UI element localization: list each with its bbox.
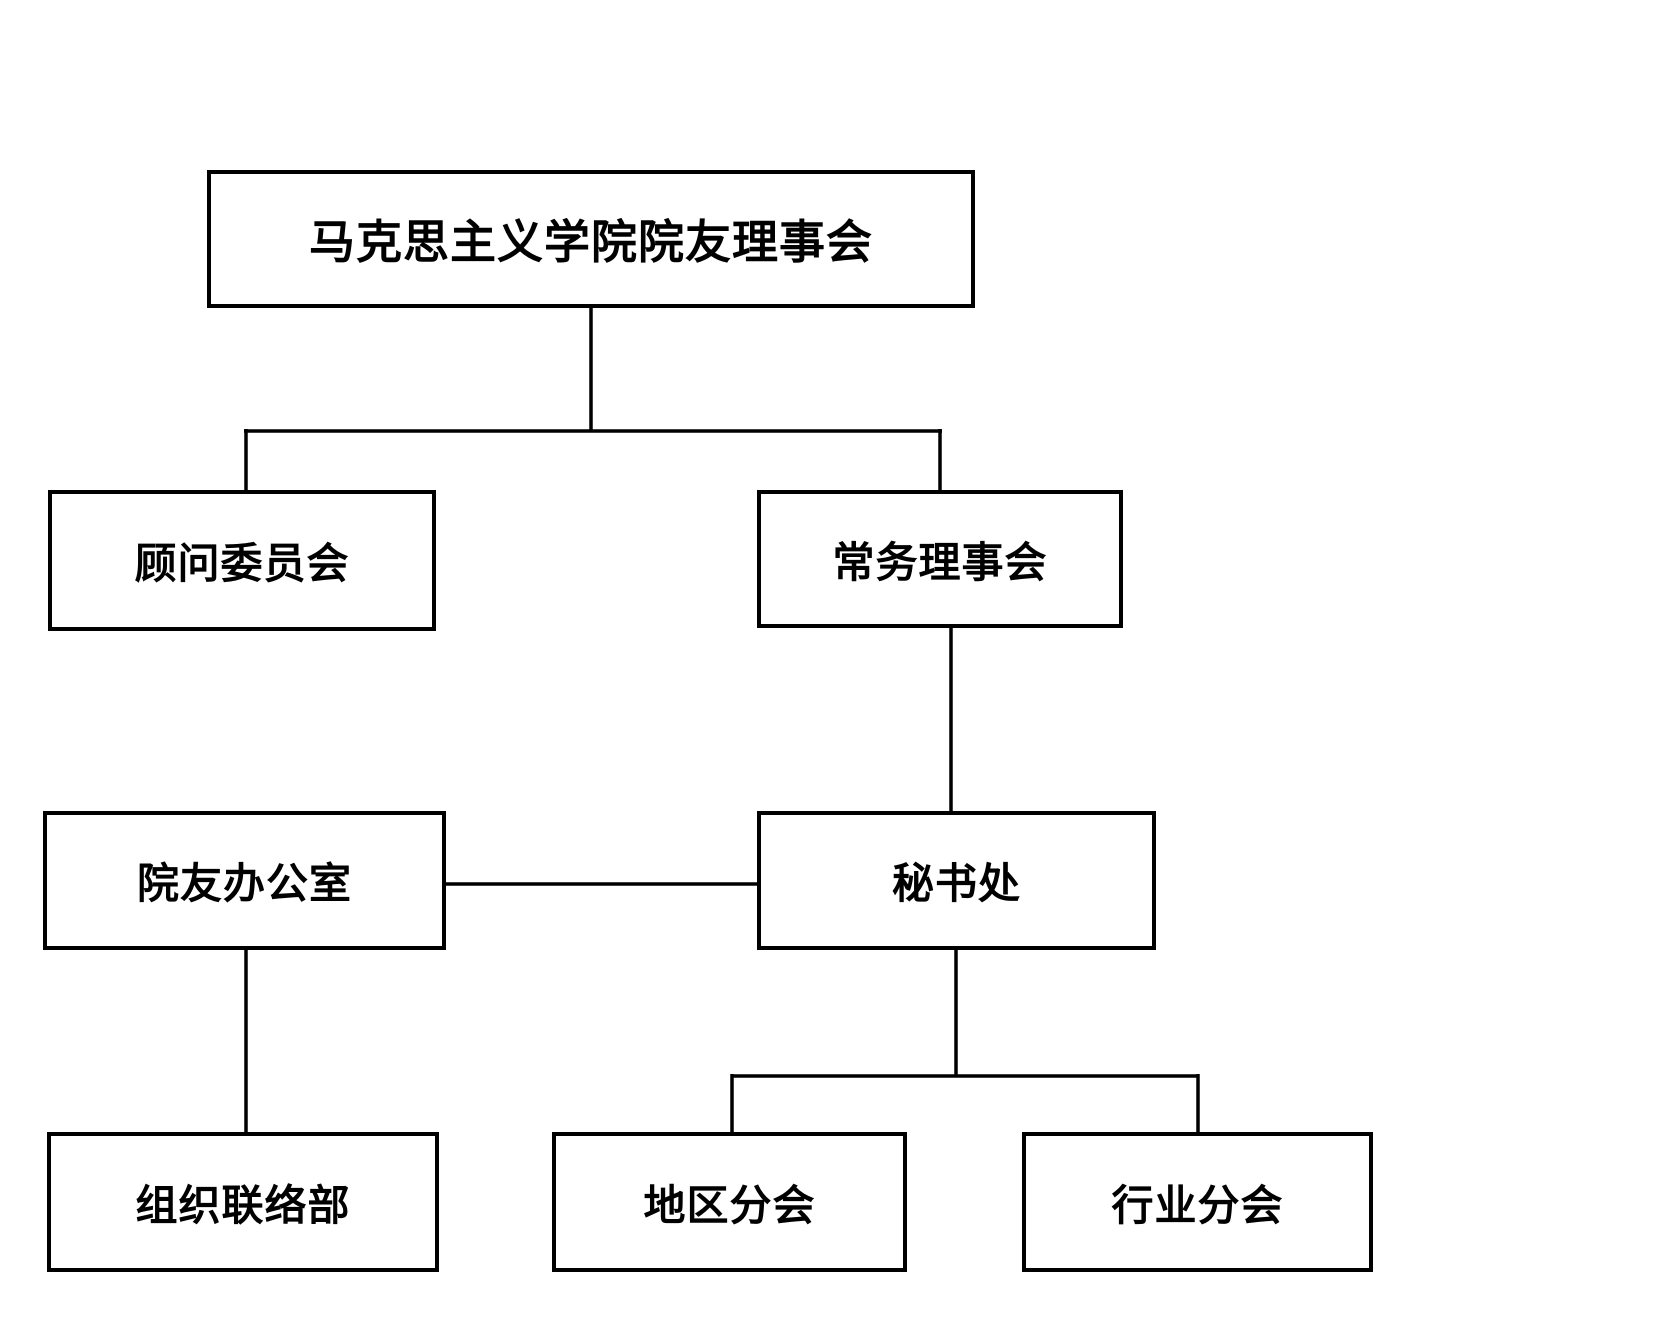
org-node-industry-branch: 行业分会 (1022, 1132, 1373, 1272)
org-node-standing-council-label: 常务理事会 (832, 537, 1048, 587)
org-node-organization-liaison: 组织联络部 (47, 1132, 439, 1272)
org-node-advisory-committee-label: 顾问委员会 (134, 539, 350, 588)
org-node-alumni-office-label: 院友办公室 (136, 859, 352, 908)
org-node-alumni-office: 院友办公室 (43, 811, 446, 950)
org-node-organization-liaison-label: 组织联络部 (135, 1180, 351, 1230)
org-node-secretariat: 秘书处 (757, 811, 1156, 950)
org-node-council-label: 马克思主义学院院友理事会 (309, 215, 873, 269)
org-node-council: 马克思主义学院院友理事会 (207, 170, 975, 308)
org-node-standing-council: 常务理事会 (757, 490, 1123, 628)
org-node-secretariat-label: 秘书处 (891, 859, 1021, 908)
org-node-regional-branch: 地区分会 (552, 1132, 907, 1272)
org-node-advisory-committee: 顾问委员会 (48, 490, 436, 631)
org-node-industry-branch-label: 行业分会 (1111, 1180, 1284, 1230)
org-node-regional-branch-label: 地区分会 (643, 1180, 816, 1230)
